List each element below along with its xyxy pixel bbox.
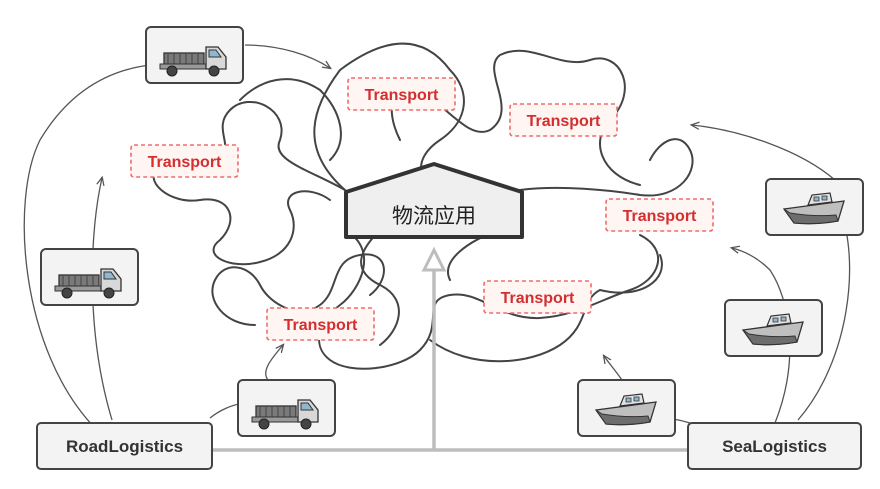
transport-label[interactable]: Transport [605, 198, 714, 232]
truck-icon [40, 248, 139, 306]
transport-label[interactable]: Transport [509, 103, 618, 137]
road-logistics-node[interactable]: RoadLogistics [36, 422, 213, 470]
svg-text:Transport: Transport [527, 113, 601, 130]
truck-icon [237, 379, 336, 437]
road-logistics-label: RoadLogistics [66, 437, 183, 456]
svg-text:Transport: Transport [623, 208, 697, 225]
svg-text:Transport: Transport [148, 154, 222, 171]
svg-text:Transport: Transport [365, 87, 439, 104]
ship-icon [724, 299, 823, 357]
inheritance-lines [212, 268, 688, 452]
svg-text:Transport: Transport [501, 290, 575, 307]
sea-logistics-node[interactable]: SeaLogistics [687, 422, 862, 470]
inheritance-arrow [421, 246, 447, 272]
transport-labels: Transport Transport Transport Transport … [130, 77, 714, 341]
logistics-app-node[interactable]: 物流应用 [344, 162, 524, 239]
transport-label[interactable]: Transport [266, 307, 375, 341]
transport-label[interactable]: Transport [130, 144, 239, 178]
ship-icon [577, 379, 676, 437]
ship-icon [765, 178, 864, 236]
svg-text:Transport: Transport [284, 317, 358, 334]
logistics-app-label: 物流应用 [392, 204, 476, 228]
truck-icon [145, 26, 244, 84]
transport-label[interactable]: Transport [483, 280, 592, 314]
transport-label[interactable]: Transport [347, 77, 456, 111]
sea-logistics-label: SeaLogistics [722, 437, 827, 456]
